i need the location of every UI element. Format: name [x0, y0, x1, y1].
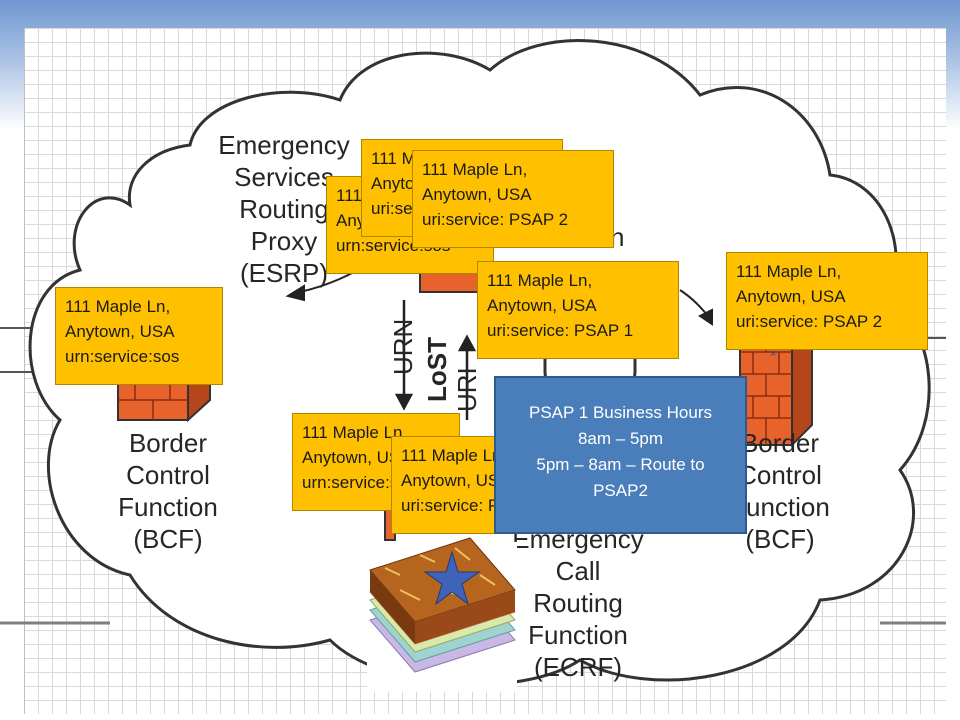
uri-label: URI: [452, 367, 482, 412]
svg-text:Services: Services: [234, 162, 334, 192]
bcf-right-label: Border Control Function (BCF): [730, 428, 830, 554]
lost-label: LoST: [422, 337, 452, 402]
svg-text:Emergency: Emergency: [218, 130, 350, 160]
svg-text:Routing: Routing: [533, 588, 623, 618]
urn-arrow: [394, 300, 414, 411]
esrp-label: Emergency Services Routing Proxy (ESRP): [218, 130, 350, 288]
svg-text:Routing: Routing: [239, 194, 329, 224]
urn-label: URN: [388, 319, 418, 375]
svg-text:(BCF): (BCF): [133, 524, 202, 554]
svg-text:×: ×: [770, 348, 776, 360]
svg-text:Function: Function: [118, 492, 218, 522]
svg-text:Proxy: Proxy: [251, 226, 317, 256]
svg-text:Border: Border: [741, 428, 819, 458]
svg-text:(ECRF): (ECRF): [534, 652, 622, 682]
svg-text:(BCF): (BCF): [745, 524, 814, 554]
uri-arrow: [457, 334, 477, 420]
svg-text:Call: Call: [556, 556, 601, 586]
star-icon: [423, 550, 481, 606]
svg-text:(ESRP): (ESRP): [240, 258, 328, 288]
svg-text:Control: Control: [738, 460, 822, 490]
gis-map-layers-icon: [367, 537, 517, 692]
svg-text:Function: Function: [528, 620, 628, 650]
bcf-left-label: Border Control Function (BCF): [118, 428, 218, 554]
svg-text:Control: Control: [126, 460, 210, 490]
bcf-right-arrow: [679, 289, 713, 326]
psap-hours-box: PSAP 1 Business Hours 8am – 5pm 5pm – 8a…: [494, 376, 747, 534]
svg-text:Border: Border: [129, 428, 207, 458]
